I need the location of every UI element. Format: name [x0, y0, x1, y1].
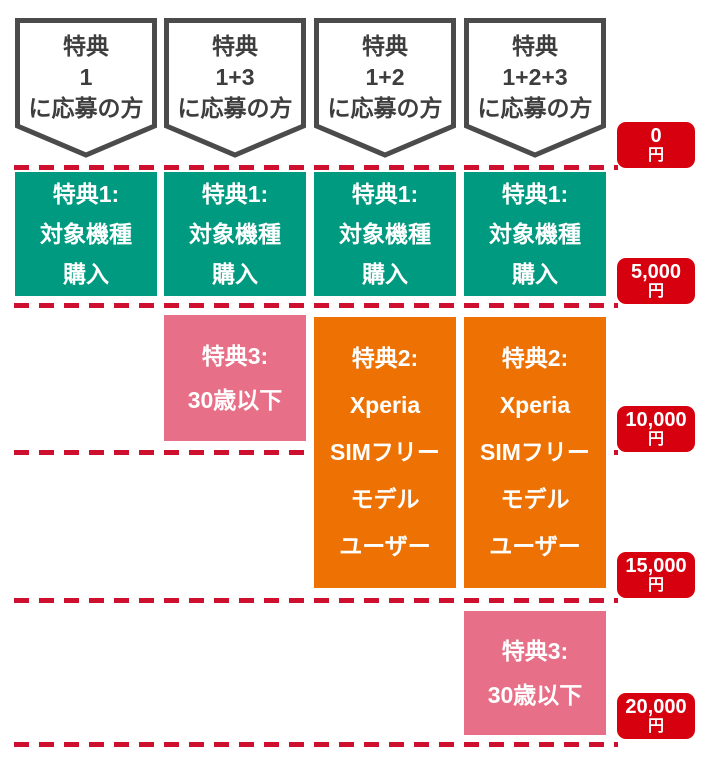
- block-benefit3-col2: 特典3: 30歳以下: [164, 315, 306, 441]
- block-label: 特典1: 対象機種 購入: [339, 181, 431, 287]
- block-benefit3-col4: 特典3: 30歳以下: [464, 611, 606, 735]
- block-label: 特典3: 30歳以下: [487, 638, 583, 708]
- block-label: 特典1: 対象機種 購入: [489, 181, 581, 287]
- block-label: 特典1: 対象機種 購入: [189, 181, 281, 287]
- amount-value: 20,000: [625, 696, 687, 718]
- amount-badge-0yen: 0 円: [617, 122, 695, 168]
- amount-value: 15,000: [625, 555, 687, 577]
- amount-value: 5,000: [630, 261, 682, 283]
- ribbon-shape-icon: [15, 18, 157, 158]
- ribbon-shape-icon: [164, 18, 306, 158]
- amount-value: 10,000: [625, 409, 687, 431]
- block-benefit2-col3: 特典2: Xperia SIMフリー モデル ユーザー: [314, 317, 456, 588]
- banner-label: 特典 1+3 に応募の方: [177, 33, 293, 121]
- threshold-line-5000yen: [14, 303, 618, 308]
- banner-benefit-1-2: 特典 1+2 に応募の方: [314, 18, 456, 158]
- banner-benefit-1-3: 特典 1+3 に応募の方: [164, 18, 306, 158]
- threshold-line-15000yen: [14, 598, 618, 603]
- amount-badge-10000yen: 10,000 円: [617, 406, 695, 452]
- banner-label: 特典 1+2 に応募の方: [327, 33, 443, 121]
- amount-badge-5000yen: 5,000 円: [617, 258, 695, 304]
- amount-unit: 円: [647, 431, 664, 448]
- amount-badge-20000yen: 20,000 円: [617, 693, 695, 739]
- block-benefit1-col2: 特典1: 対象機種 購入: [164, 172, 306, 296]
- banner-benefit-1: 特典 1 に応募の方: [15, 18, 157, 158]
- block-benefit1-col1: 特典1: 対象機種 購入: [15, 172, 157, 296]
- amount-unit: 円: [647, 577, 664, 594]
- block-benefit2-col4: 特典2: Xperia SIMフリー モデル ユーザー: [464, 317, 606, 588]
- block-benefit1-col4: 特典1: 対象機種 購入: [464, 172, 606, 296]
- threshold-line-0yen: [14, 165, 618, 170]
- amount-badge-15000yen: 15,000 円: [617, 552, 695, 598]
- threshold-line-20000yen: [14, 742, 618, 747]
- ribbon-shape-icon: [314, 18, 456, 158]
- ribbon-shape-icon: [464, 18, 606, 158]
- banner-benefit-1-2-3: 特典 1+2+3 に応募の方: [464, 18, 606, 158]
- amount-unit: 円: [647, 283, 664, 300]
- block-benefit1-col3: 特典1: 対象機種 購入: [314, 172, 456, 296]
- amount-value: 0: [650, 125, 662, 147]
- block-label: 特典3: 30歳以下: [187, 343, 283, 413]
- amount-unit: 円: [647, 147, 664, 164]
- amount-unit: 円: [647, 718, 664, 735]
- banner-label: 特典 1+2+3 に応募の方: [477, 33, 593, 121]
- block-label: 特典2: Xperia SIMフリー モデル ユーザー: [480, 345, 590, 559]
- block-label: 特典1: 対象機種 購入: [40, 181, 132, 287]
- block-label: 特典2: Xperia SIMフリー モデル ユーザー: [330, 345, 440, 559]
- banner-label: 特典 1 に応募の方: [28, 33, 144, 121]
